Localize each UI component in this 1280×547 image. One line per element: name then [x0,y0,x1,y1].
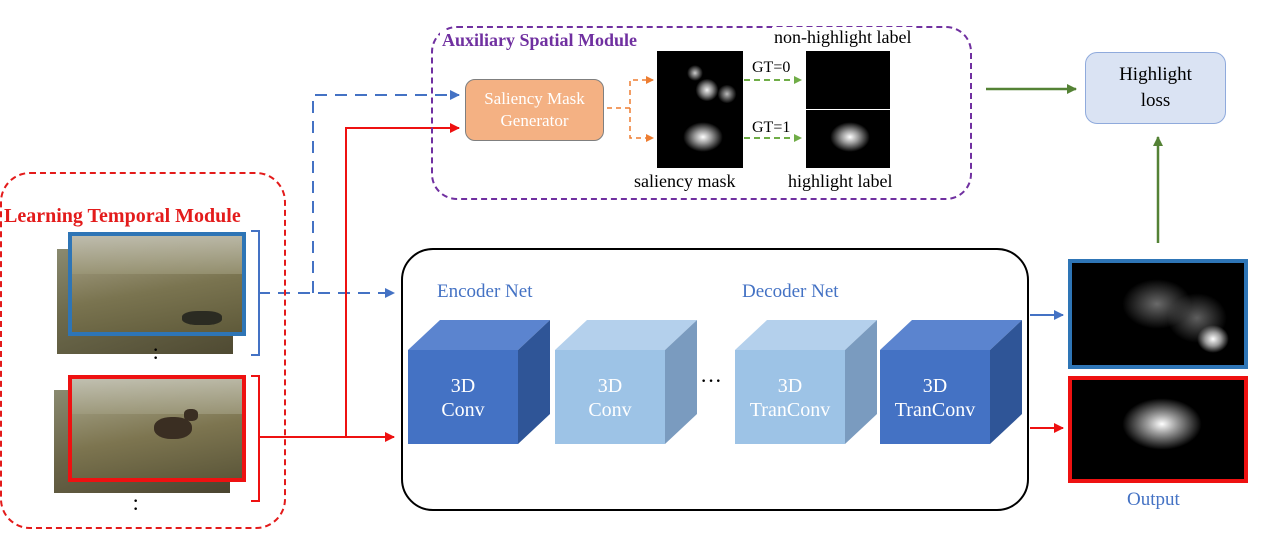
decoder-net-label: Decoder Net [742,281,839,302]
nonhighlight-label-caption: non-highlight label [772,27,914,48]
cube-conv-2 [555,320,697,444]
gt0-label: GT=0 [752,59,791,76]
frame-stack-dots-1: ·· [152,337,160,370]
network-frame [401,248,1029,511]
bracket-bottom [251,375,260,502]
auxiliary-module-frame [431,26,972,200]
output-map-bottom [1068,376,1248,483]
saliency-mask-caption: saliency mask [634,171,736,191]
frame-stack-dots-2: ·· [132,488,140,521]
output-map-top [1068,259,1248,369]
network-ellipsis: ··· [700,368,722,393]
video-frame-top [68,232,246,336]
red-branch-arrow-to-generator [345,123,460,437]
temporal-module-frame [0,172,286,529]
saliency-mask-top [657,51,743,110]
output-label: Output [1127,489,1180,510]
saliency-mask-bottom [657,110,743,168]
cube-tranconv-2 [880,320,1022,444]
nonhighlight-label-image [806,51,890,109]
gt1-label: GT=1 [752,119,791,136]
highlight-label-caption: highlight label [788,171,893,191]
saliency-mask-generator: Saliency Mask Generator [465,79,604,141]
orange-arrow-to-mask-bottom [629,108,654,142]
encoder-net-label: Encoder Net [437,281,533,302]
auxiliary-module-title: Auxiliary Spatial Module [440,30,640,51]
highlight-loss-box: Highlight loss [1085,52,1226,124]
temporal-module-title: Learning Temporal Module [4,205,241,227]
cube-tranconv-1 [735,320,877,444]
orange-arrow-to-mask-top [607,76,654,109]
video-frame-bottom [68,375,246,482]
highlight-label-image [806,110,890,168]
blue-branch-arrow-to-generator [312,90,460,293]
cube-conv-1 [408,320,550,444]
generator-label: Saliency Mask Generator [484,89,585,130]
highlight-loss-label: Highlight loss [1119,64,1192,111]
bracket-top [251,230,260,356]
